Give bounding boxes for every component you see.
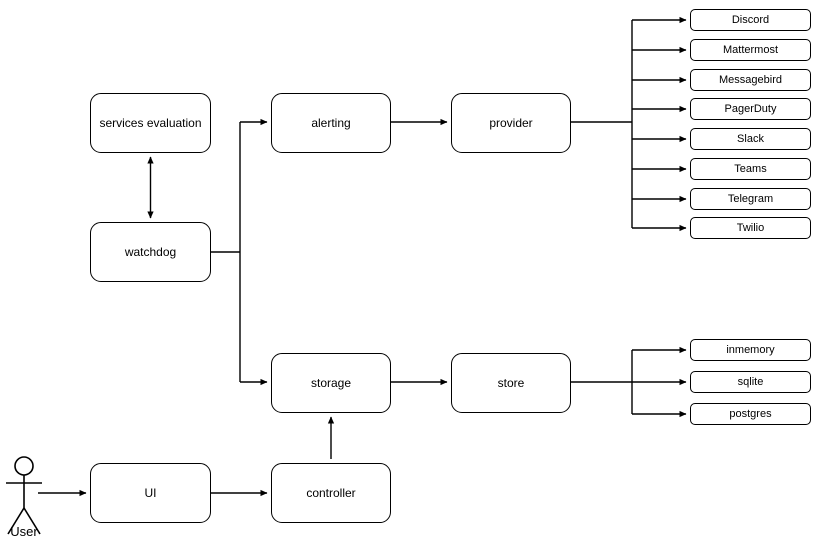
node-controller-label: controller <box>306 486 356 500</box>
store-option-2[interactable]: postgres <box>690 403 811 425</box>
node-alerting[interactable]: alerting <box>271 93 391 153</box>
node-storage-label: storage <box>310 376 352 390</box>
provider-option-1[interactable]: Mattermost <box>690 39 811 61</box>
provider-option-1-label: Mattermost <box>722 43 778 56</box>
provider-option-3[interactable]: PagerDuty <box>690 98 811 120</box>
provider-option-6-label: Telegram <box>727 192 774 205</box>
actor-label: User <box>0 524 48 539</box>
stick-figure-actor-icon <box>6 456 42 535</box>
provider-option-7[interactable]: Twilio <box>690 217 811 239</box>
node-controller[interactable]: controller <box>271 463 391 523</box>
node-services-evaluation[interactable]: services evaluation <box>90 93 211 153</box>
store-option-2-label: postgres <box>729 407 772 420</box>
node-store-label: store <box>497 376 525 390</box>
node-provider[interactable]: provider <box>451 93 571 153</box>
provider-option-7-label: Twilio <box>736 221 765 234</box>
provider-option-5[interactable]: Teams <box>690 158 811 180</box>
node-ui-label: UI <box>144 486 157 500</box>
store-option-1[interactable]: sqlite <box>690 371 811 393</box>
provider-option-3-label: PagerDuty <box>724 102 777 115</box>
node-services-evaluation-label: services evaluation <box>99 116 202 130</box>
provider-option-5-label: Teams <box>734 162 767 175</box>
store-option-1-label: sqlite <box>737 375 764 388</box>
provider-option-6[interactable]: Telegram <box>690 188 811 210</box>
actor-name: User <box>10 524 38 539</box>
store-option-0[interactable]: inmemory <box>690 339 811 361</box>
store-option-0-label: inmemory <box>726 343 775 356</box>
node-store[interactable]: store <box>451 353 571 413</box>
provider-option-2-label: Messagebird <box>719 73 782 86</box>
provider-option-0[interactable]: Discord <box>690 9 811 31</box>
node-alerting-label: alerting <box>311 116 351 130</box>
provider-option-2[interactable]: Messagebird <box>690 69 811 91</box>
provider-option-4-label: Slack <box>737 132 764 145</box>
provider-option-4[interactable]: Slack <box>690 128 811 150</box>
node-provider-label: provider <box>489 116 533 130</box>
provider-option-0-label: Discord <box>731 13 770 26</box>
node-ui[interactable]: UI <box>90 463 211 523</box>
node-watchdog-label: watchdog <box>124 245 177 259</box>
node-storage[interactable]: storage <box>271 353 391 413</box>
node-watchdog[interactable]: watchdog <box>90 222 211 282</box>
